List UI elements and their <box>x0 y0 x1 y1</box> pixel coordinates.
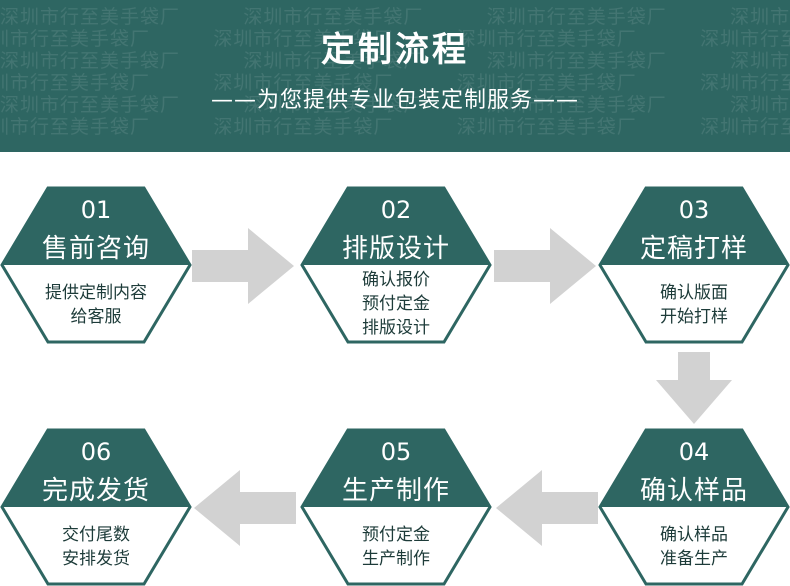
step-02: 02 排版设计 确认报价 预付定金 排版设计 <box>300 186 492 344</box>
step-line: 安排发货 <box>62 549 130 569</box>
watermark-row: 深圳市行至美手袋厂 深圳市行至美手袋厂 深圳市行至美手袋厂 深圳市行至美手袋厂 <box>0 72 790 94</box>
step-description: 确认报价 预付定金 排版设计 <box>320 268 472 340</box>
step-06: 06 完成发货 交付尾数 安排发货 <box>0 428 192 586</box>
step-04: 04 确认样品 确认样品 准备生产 <box>598 428 790 586</box>
step-line: 生产制作 <box>362 549 430 569</box>
step-line: 确认样品 <box>660 525 728 545</box>
step-number: 01 <box>80 196 112 224</box>
step-title: 完成发货 <box>41 476 150 506</box>
header-banner: 深圳市行至美手袋厂 深圳市行至美手袋厂 深圳市行至美手袋厂 深圳市行至美手袋厂 … <box>0 0 790 152</box>
step-description: 交付尾数 安排发货 <box>20 523 172 571</box>
step-description: 确认样品 准备生产 <box>618 523 770 571</box>
step-title: 定稿打样 <box>639 234 748 264</box>
step-line: 开始打样 <box>660 307 728 327</box>
step-hexagon <box>300 428 492 586</box>
step-line: 准备生产 <box>660 549 728 569</box>
arrow-left-icon <box>496 470 598 546</box>
step-03: 03 定稿打样 确认版面 开始打样 <box>598 186 790 344</box>
step-hexagon <box>300 186 492 344</box>
step-hexagon <box>0 186 192 344</box>
watermark-row: 深圳市行至美手袋厂 深圳市行至美手袋厂 深圳市行至美手袋厂 深圳市行至美手袋厂 <box>0 28 790 50</box>
step-hexagon <box>598 428 790 586</box>
step-line: 交付尾数 <box>62 525 130 545</box>
step-01: 01 售前咨询 提供定制内容 给客服 <box>0 186 192 344</box>
step-title: 生产制作 <box>341 476 450 506</box>
step-line: 确认版面 <box>660 283 728 303</box>
step-line: 确认报价 <box>362 270 430 290</box>
step-number: 05 <box>380 438 412 466</box>
step-05: 05 生产制作 预付定金 生产制作 <box>300 428 492 586</box>
step-number: 04 <box>678 438 710 466</box>
step-title: 确认样品 <box>639 476 748 506</box>
step-title: 排版设计 <box>341 234 450 264</box>
arrow-down-icon <box>656 352 732 424</box>
arrow-right-icon <box>192 228 294 304</box>
step-hexagon <box>598 186 790 344</box>
step-line: 预付定金 <box>362 525 430 545</box>
step-line: 给客服 <box>70 307 122 327</box>
page-title: 定制流程 <box>321 30 469 70</box>
step-description: 确认版面 开始打样 <box>618 281 770 329</box>
watermark-row: 深圳市行至美手袋厂 深圳市行至美手袋厂 深圳市行至美手袋厂 深圳市行至美手袋厂 <box>0 6 790 28</box>
step-line: 排版设计 <box>362 318 430 338</box>
arrow-right-icon <box>494 228 596 304</box>
watermark-row: 深圳市行至美手袋厂 深圳市行至美手袋厂 深圳市行至美手袋厂 深圳市行至美手袋厂 <box>0 116 790 138</box>
step-number: 06 <box>80 438 112 466</box>
step-description: 提供定制内容 给客服 <box>20 281 172 329</box>
step-description: 预付定金 生产制作 <box>320 523 472 571</box>
watermark-row: 深圳市行至美手袋厂 深圳市行至美手袋厂 深圳市行至美手袋厂 深圳市行至美手袋厂 <box>0 94 790 116</box>
page-subtitle: ——为您提供专业包装定制服务—— <box>210 88 579 113</box>
watermark: 深圳市行至美手袋厂 深圳市行至美手袋厂 深圳市行至美手袋厂 深圳市行至美手袋厂 … <box>0 6 790 138</box>
step-line: 提供定制内容 <box>45 283 147 303</box>
step-hexagon <box>0 428 192 586</box>
step-title: 售前咨询 <box>41 234 150 264</box>
step-number: 03 <box>678 196 710 224</box>
watermark-row: 深圳市行至美手袋厂 深圳市行至美手袋厂 深圳市行至美手袋厂 深圳市行至美手袋厂 <box>0 50 790 72</box>
step-line: 预付定金 <box>362 294 430 314</box>
step-number: 02 <box>380 196 412 224</box>
arrow-left-icon <box>194 470 296 546</box>
